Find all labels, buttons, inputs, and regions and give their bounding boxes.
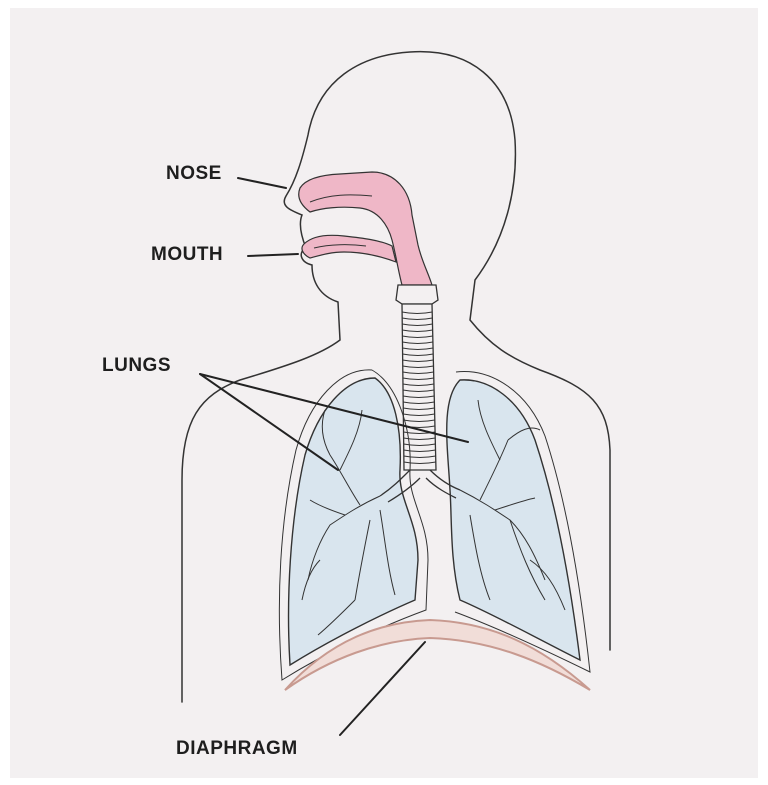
mouth-label: MOUTH [151, 244, 223, 266]
nose-label: NOSE [166, 163, 222, 185]
larynx [396, 285, 438, 304]
lungs-label: LUNGS [102, 355, 171, 377]
trachea [402, 304, 436, 470]
diaphragm-label: DIAPHRAGM [176, 738, 298, 760]
